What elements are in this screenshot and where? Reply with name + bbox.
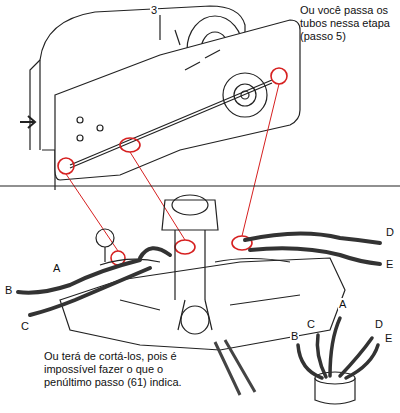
tube-a: [140, 248, 170, 258]
callout-letter: D: [385, 226, 395, 238]
tube-e: [250, 248, 380, 264]
red-circle: [175, 240, 195, 254]
fan-shroud: [20, 6, 300, 190]
bolt-hole: [97, 125, 103, 131]
shroud-edge: [30, 60, 40, 150]
oil-filler: [96, 229, 114, 247]
distributor-tubes: [298, 318, 378, 378]
red-circle: [120, 138, 140, 152]
callout-letter: D: [374, 318, 384, 330]
red-circle: [58, 158, 74, 174]
bolt-hole: [77, 117, 83, 123]
callout-letter: A: [338, 298, 347, 310]
shroud-marks: [185, 50, 220, 70]
callout-letter: C: [306, 318, 316, 330]
red-guide-line: [66, 84, 279, 251]
dist-tube-e: [346, 345, 378, 378]
callout-letter: B: [290, 330, 299, 342]
callout-letter: E: [385, 258, 394, 270]
engine-detail: [120, 295, 300, 310]
shroud-ribs: [160, 15, 180, 45]
bolt-hole: [77, 135, 83, 141]
shroud-foot: [42, 150, 55, 190]
callout-letter: B: [4, 284, 13, 296]
separator-line: [0, 185, 400, 186]
tube-slot-edge: [70, 83, 272, 168]
callout-letter: A: [52, 262, 61, 274]
vacuum-tubes: [18, 233, 380, 315]
pointer-arrow: [215, 340, 255, 395]
red-markers: [58, 68, 287, 265]
dist-tube-c: [317, 335, 326, 377]
mark-number: 3: [150, 4, 158, 16]
tube-d: [245, 233, 380, 243]
crank-pulley: [181, 306, 209, 334]
tube-slot: [70, 80, 272, 165]
direction-arrow: [20, 116, 35, 128]
callout-letter: C: [20, 320, 30, 332]
filler-neck: [104, 247, 105, 262]
intake-manifold: [175, 230, 205, 300]
dist-tube-a: [330, 318, 340, 376]
shroud-front-plate: [55, 20, 300, 180]
note-text: Ou você passa os tubos nessa etapa (pass…: [300, 4, 396, 43]
callout-letter: E: [384, 332, 393, 344]
fan-belt: [178, 300, 212, 330]
tube-b: [18, 260, 140, 293]
tube-c: [30, 268, 150, 315]
red-circle: [271, 68, 287, 84]
air-intake: [172, 195, 208, 215]
note-text: Ou terá de cortá-los, pois é impossível …: [44, 350, 194, 389]
